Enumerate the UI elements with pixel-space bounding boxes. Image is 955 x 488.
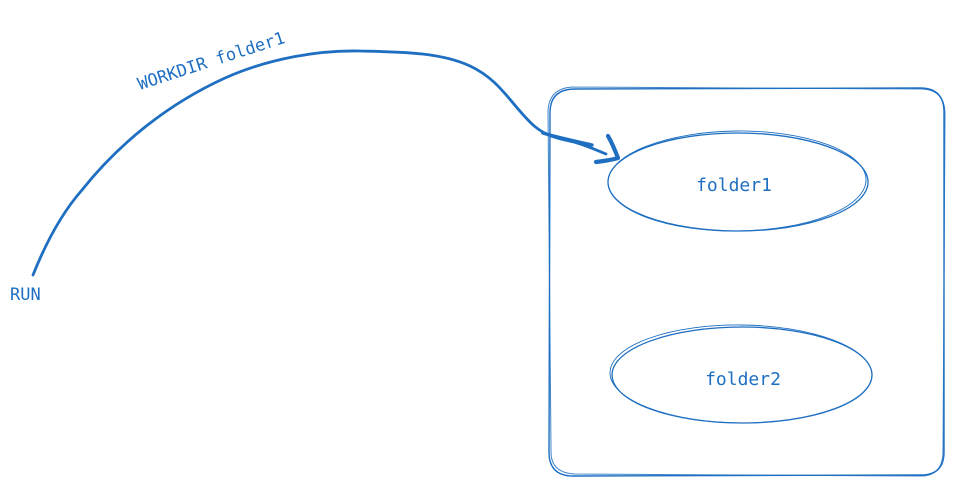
folder2-node[interactable]: folder2 [609,324,873,425]
run-label: RUN [10,285,41,305]
folder1-node[interactable]: folder1 [607,130,869,233]
folder1-label: folder1 [696,175,772,196]
workdir-connector[interactable] [31,49,621,277]
folder2-label: folder2 [705,369,781,390]
container-box[interactable] [547,86,946,477]
arrow-head-icon [593,133,621,165]
